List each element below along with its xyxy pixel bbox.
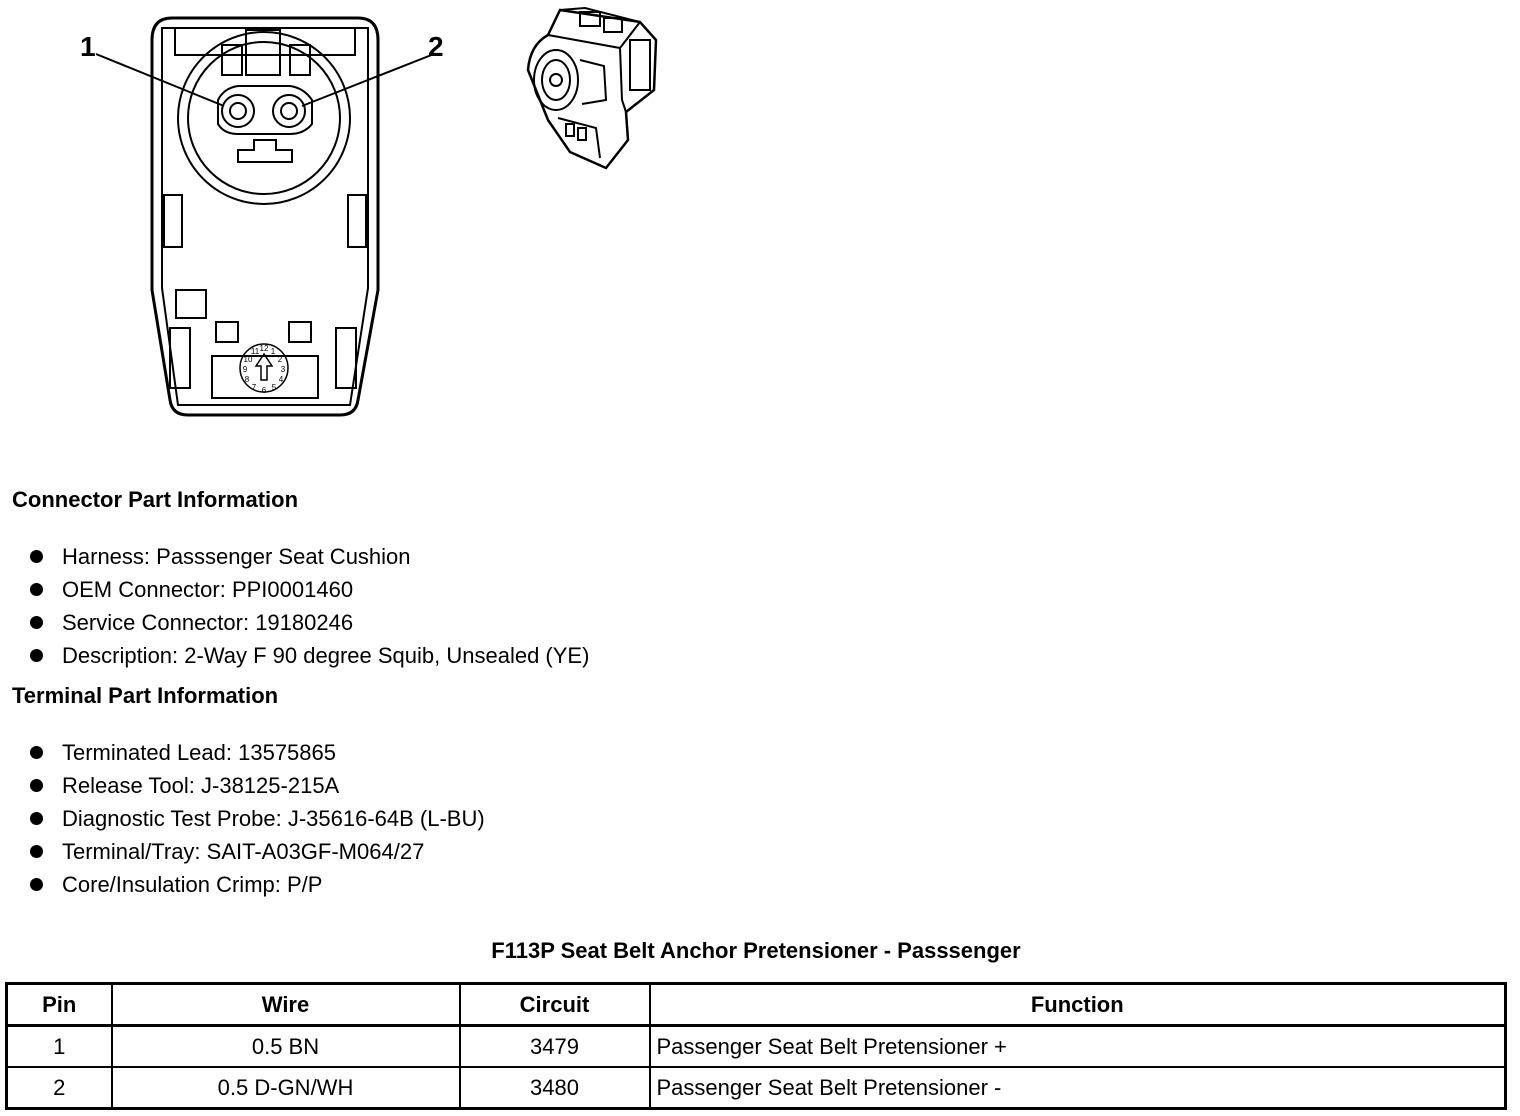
cell-pin: 2	[5, 1066, 113, 1110]
list-item: Terminal/Tray: SAIT-A03GF-M064/27	[30, 835, 485, 868]
list-item-text: Diagnostic Test Probe: J-35616-64B (L-BU…	[62, 805, 485, 831]
list-item-text: Core/Insulation Crimp: P/P	[62, 871, 323, 897]
cell-wire: 0.5 D-GN/WH	[110, 1066, 461, 1110]
list-item: Diagnostic Test Probe: J-35616-64B (L-BU…	[30, 802, 485, 835]
bullet-icon	[30, 878, 43, 891]
list-item: Harness: Passsenger Seat Cushion	[30, 540, 589, 573]
connector-part-heading: Connector Part Information	[12, 487, 299, 512]
list-item: Release Tool: J-38125-215A	[30, 769, 485, 802]
cell-wire: 0.5 BN	[110, 1024, 461, 1068]
list-item-text: Description: 2-Way F 90 degree Squib, Un…	[62, 642, 590, 668]
dial-number: 10	[244, 355, 253, 364]
bullet-icon	[30, 649, 43, 662]
dial-number: 6	[262, 386, 267, 395]
dial-number: 7	[252, 383, 257, 392]
bullet-icon	[30, 550, 43, 563]
cell-function: Passenger Seat Belt Pretensioner -	[648, 1066, 1507, 1110]
list-item-text: Harness: Passsenger Seat Cushion	[62, 543, 411, 569]
list-item: Service Connector: 19180246	[30, 606, 589, 639]
bullet-icon	[30, 746, 43, 759]
pinout-table: Pin Wire Circuit Function 1 0.5 BN 3479 …	[5, 982, 1507, 1110]
pin-callout-2: 2	[428, 31, 444, 62]
list-item-text: OEM Connector: PPI0001460	[62, 576, 354, 602]
dial-number: 8	[245, 375, 250, 384]
bullet-icon	[30, 845, 43, 858]
connector-face-view	[150, 16, 380, 417]
column-header-circuit: Circuit	[458, 982, 651, 1027]
table-row: 2 0.5 D-GN/WH 3480 Passenger Seat Belt P…	[5, 1066, 1507, 1110]
dial-number: 2	[278, 355, 283, 364]
dial-number: 11	[251, 347, 260, 356]
cell-circuit: 3480	[458, 1066, 651, 1110]
cell-circuit: 3479	[458, 1024, 651, 1068]
connector-part-list: Harness: Passsenger Seat Cushion OEM Con…	[30, 540, 589, 672]
list-item: OEM Connector: PPI0001460	[30, 573, 589, 606]
column-header-pin: Pin	[5, 982, 113, 1027]
bullet-icon	[30, 812, 43, 825]
bullet-icon	[30, 779, 43, 792]
list-item-text: Release Tool: J-38125-215A	[62, 772, 340, 798]
list-item-text: Service Connector: 19180246	[62, 609, 354, 635]
dial-number: 4	[279, 375, 284, 384]
dial-number: 3	[281, 365, 286, 374]
table-row: 1 0.5 BN 3479 Passenger Seat Belt Preten…	[5, 1024, 1507, 1068]
cell-function: Passenger Seat Belt Pretensioner +	[648, 1024, 1507, 1068]
connector-illustration: 9 10 11 12 1 2 3 4 5 6 7 8 1 2	[80, 6, 658, 417]
dial-number: 1	[271, 347, 276, 356]
cell-pin: 1	[5, 1024, 113, 1068]
pin-callout-1: 1	[80, 31, 96, 62]
list-item: Terminated Lead: 13575865	[30, 736, 485, 769]
column-header-wire: Wire	[110, 982, 461, 1027]
list-item: Core/Insulation Crimp: P/P	[30, 868, 485, 901]
dial-number: 12	[260, 344, 269, 353]
column-header-function: Function	[648, 982, 1507, 1027]
table-header-row: Pin Wire Circuit Function	[5, 982, 1507, 1027]
terminal-part-list: Terminated Lead: 13575865 Release Tool: …	[30, 736, 485, 901]
list-item-text: Terminal/Tray: SAIT-A03GF-M064/27	[62, 838, 425, 864]
terminal-part-heading: Terminal Part Information	[12, 683, 279, 708]
bullet-icon	[30, 616, 43, 629]
connector-iso-view	[526, 6, 658, 170]
dial-number: 5	[272, 383, 277, 392]
list-item-text: Terminated Lead: 13575865	[62, 739, 336, 765]
dial-number: 9	[243, 365, 248, 374]
table-title: F113P Seat Belt Anchor Pretensioner - Pa…	[491, 938, 1021, 963]
bullet-icon	[30, 583, 43, 596]
date-dial: 9 10 11 12 1 2 3 4 5 6 7 8	[243, 344, 286, 395]
list-item: Description: 2-Way F 90 degree Squib, Un…	[30, 639, 589, 672]
